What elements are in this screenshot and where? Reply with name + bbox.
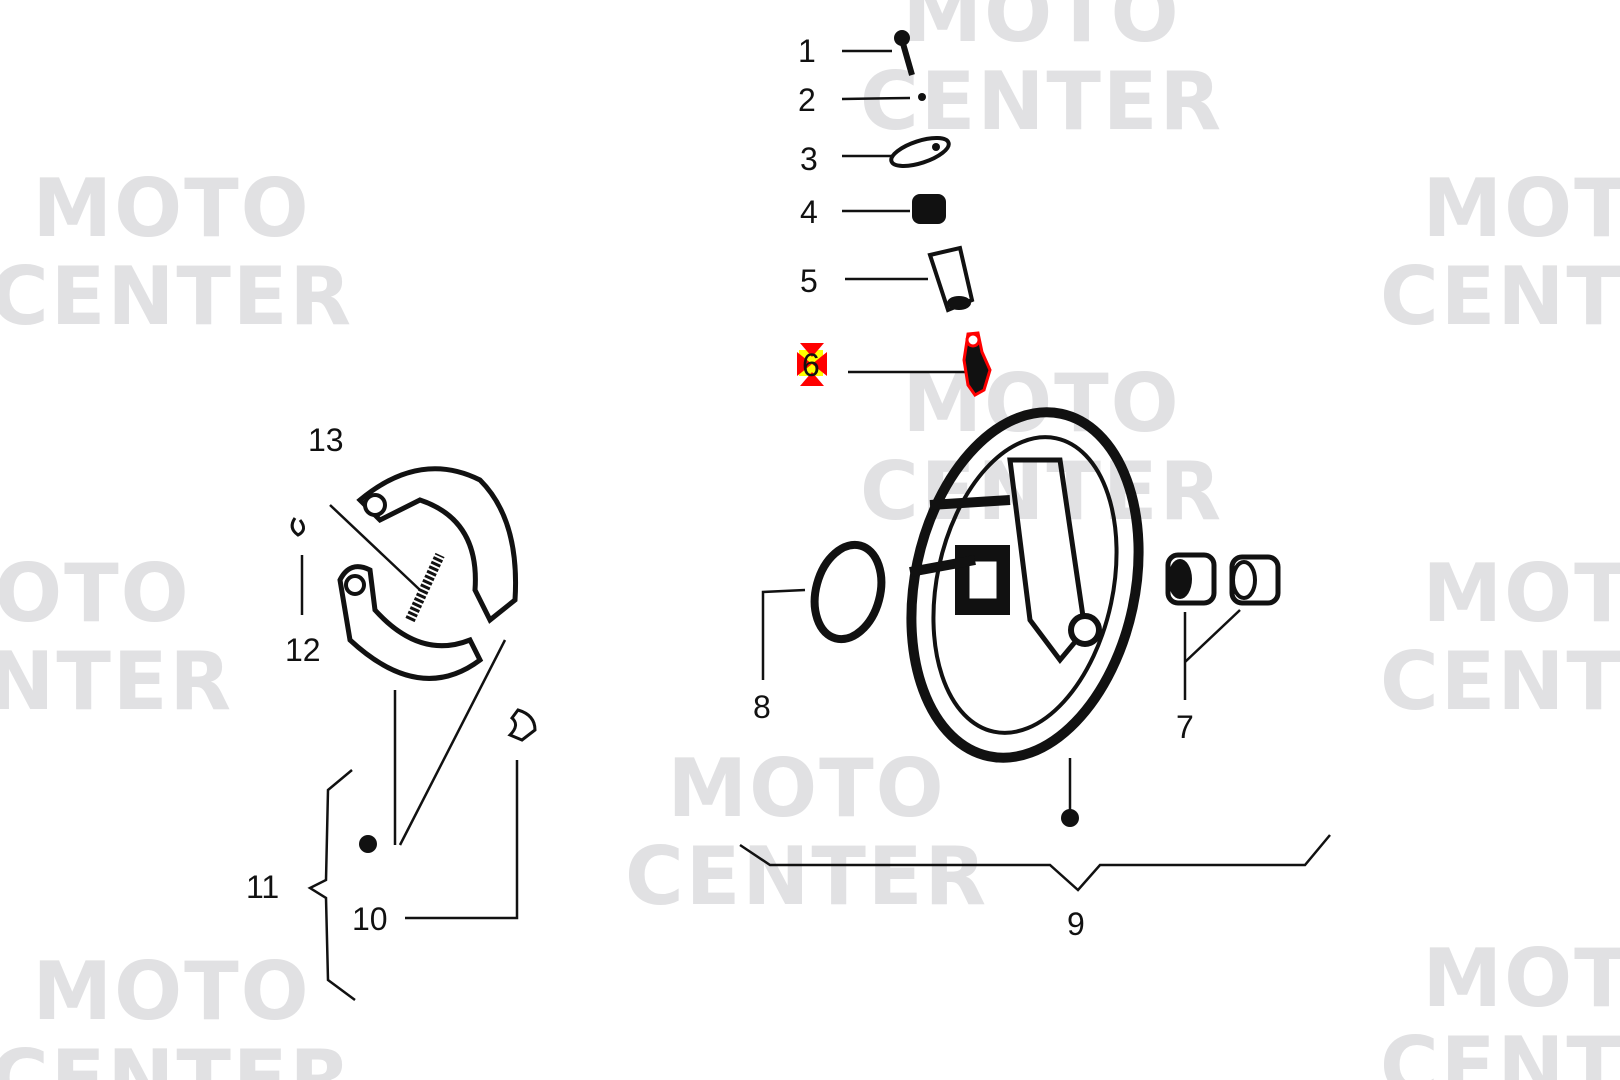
part-7-bearings[interactable] [1165, 552, 1281, 606]
callout-3[interactable]: 3 [800, 141, 818, 177]
callout-13[interactable]: 13 [308, 422, 344, 458]
part-9-brake-plate[interactable] [881, 391, 1169, 779]
part-1-screw[interactable] [894, 30, 915, 76]
callout-9[interactable]: 9 [1067, 906, 1085, 942]
callout-6[interactable]: 6 [802, 347, 820, 383]
callout-12[interactable]: 12 [285, 632, 321, 668]
bullet-dot [1061, 809, 1079, 827]
part-11-brake-shoes[interactable] [337, 466, 519, 681]
selection-marker [797, 343, 827, 386]
bullet-dot [359, 835, 377, 853]
callout-11[interactable]: 11 [246, 869, 279, 905]
part-4-cap[interactable] [912, 194, 946, 224]
part-13-spring[interactable] [405, 552, 445, 623]
callout-10[interactable]: 10 [352, 901, 388, 937]
part-12-clip[interactable] [290, 517, 305, 537]
part-10-clip[interactable] [507, 708, 537, 742]
part-6-pin-selected[interactable] [962, 331, 992, 397]
callout-2[interactable]: 2 [798, 82, 816, 118]
part-8-ring[interactable] [805, 537, 892, 646]
callout-1[interactable]: 1 [798, 33, 816, 69]
callout-4[interactable]: 4 [800, 194, 818, 230]
part-2-ball[interactable] [918, 93, 926, 101]
part-5-bushing[interactable] [927, 245, 975, 313]
callout-5[interactable]: 5 [800, 263, 818, 299]
callout-7[interactable]: 7 [1176, 709, 1194, 745]
part-3-plate[interactable] [888, 132, 952, 171]
callout-8[interactable]: 8 [753, 689, 771, 725]
leader-lines [300, 49, 1331, 1002]
